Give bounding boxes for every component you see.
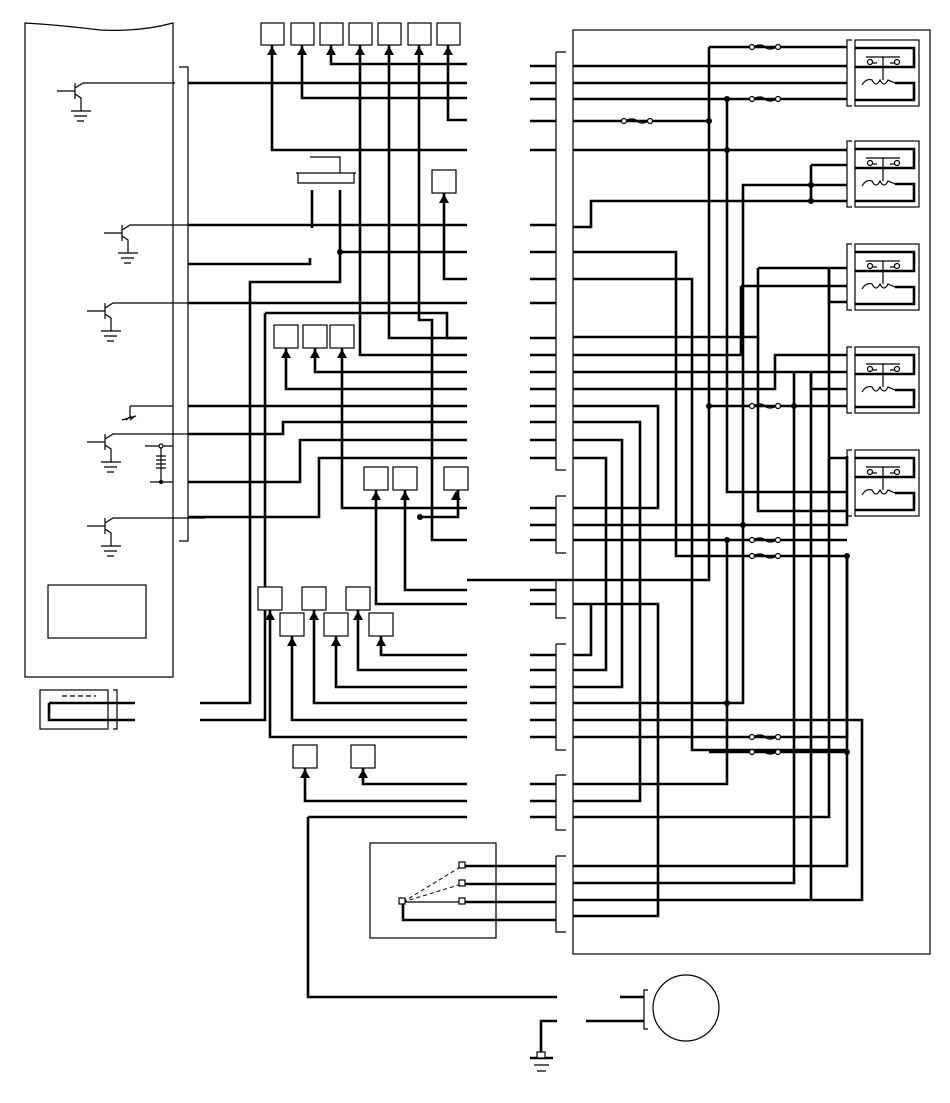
chassis-ground-icon	[121, 406, 137, 421]
arrow-icon	[353, 611, 363, 620]
relay-connector	[846, 243, 852, 311]
harness-wires	[200, 45, 557, 999]
module-connector	[179, 66, 189, 542]
motor	[586, 974, 720, 1042]
junction-dot	[808, 198, 814, 204]
arrow-icon	[281, 349, 291, 358]
junction-dot	[844, 553, 850, 559]
arrow-icon	[439, 194, 449, 203]
connector-box	[377, 22, 402, 46]
junction-dot	[740, 522, 746, 528]
connector-box	[302, 324, 328, 349]
inline-connectors	[555, 51, 566, 933]
connector-box	[368, 612, 394, 637]
connector-box	[407, 22, 432, 46]
connector-box	[350, 744, 376, 769]
connector-box	[436, 22, 461, 46]
connector-box	[443, 466, 469, 491]
relay-box	[572, 29, 931, 955]
chassis-ground	[530, 1019, 557, 1072]
switch-assembly	[369, 842, 556, 939]
arrow-icon	[400, 491, 410, 500]
arrow-icon	[310, 349, 320, 358]
connector-box	[260, 22, 285, 46]
component-connectors	[257, 169, 469, 778]
arrow-icon	[309, 611, 319, 620]
arrow-icon	[371, 491, 381, 500]
transistor-drivers	[57, 82, 222, 557]
junction-dot	[724, 147, 730, 153]
junction-dots	[706, 96, 850, 755]
relays	[846, 39, 920, 517]
arrow-icon	[451, 491, 461, 500]
control-module	[24, 22, 189, 678]
connector-box	[290, 22, 315, 46]
relay-connector	[846, 39, 852, 107]
connector-box	[345, 586, 371, 611]
connector-box	[257, 586, 283, 611]
relay-icon	[854, 39, 920, 107]
junction-dot	[844, 749, 850, 755]
module-label-box	[47, 584, 147, 639]
relay-box-wires	[467, 45, 864, 918]
arrow-icon	[358, 769, 368, 778]
transistor-icon	[57, 82, 175, 122]
connector-box	[329, 324, 355, 349]
transistor-icon	[87, 433, 205, 473]
junction-dot	[791, 403, 797, 409]
relay-icon	[854, 140, 920, 208]
relay-icon	[854, 449, 920, 517]
arrow-icon	[287, 637, 297, 646]
relay-connector	[846, 346, 852, 414]
junction-dot	[706, 403, 712, 409]
connector-box	[363, 466, 389, 491]
connector-box	[301, 586, 327, 611]
connector-box	[319, 22, 344, 46]
junction-dot	[724, 537, 730, 543]
connector-box	[431, 169, 457, 194]
junction-dot	[724, 96, 730, 102]
junction-dot	[724, 700, 730, 706]
transistor-icon	[87, 302, 205, 342]
relay-icon	[854, 346, 920, 414]
connector-box	[279, 612, 305, 637]
transistor-icon	[87, 517, 205, 557]
junction-dot	[808, 182, 814, 188]
arrow-icon	[300, 769, 310, 778]
side-switch	[39, 689, 135, 730]
connector-box	[273, 324, 299, 349]
connector-box	[392, 466, 418, 491]
stub-wires	[530, 64, 556, 819]
connector-box	[323, 612, 349, 637]
relay-connector	[846, 140, 852, 208]
module-wires	[121, 81, 467, 519]
arrow-icon	[265, 611, 275, 620]
junction-dot	[706, 118, 712, 124]
connector-box	[292, 744, 318, 769]
arrow-icon	[331, 637, 341, 646]
connector-box	[348, 22, 373, 46]
fuses	[620, 43, 782, 756]
transistor-icon	[104, 224, 222, 264]
arrow-icon	[376, 637, 386, 646]
relay-icon	[854, 243, 920, 311]
arrow-icon	[337, 349, 347, 358]
